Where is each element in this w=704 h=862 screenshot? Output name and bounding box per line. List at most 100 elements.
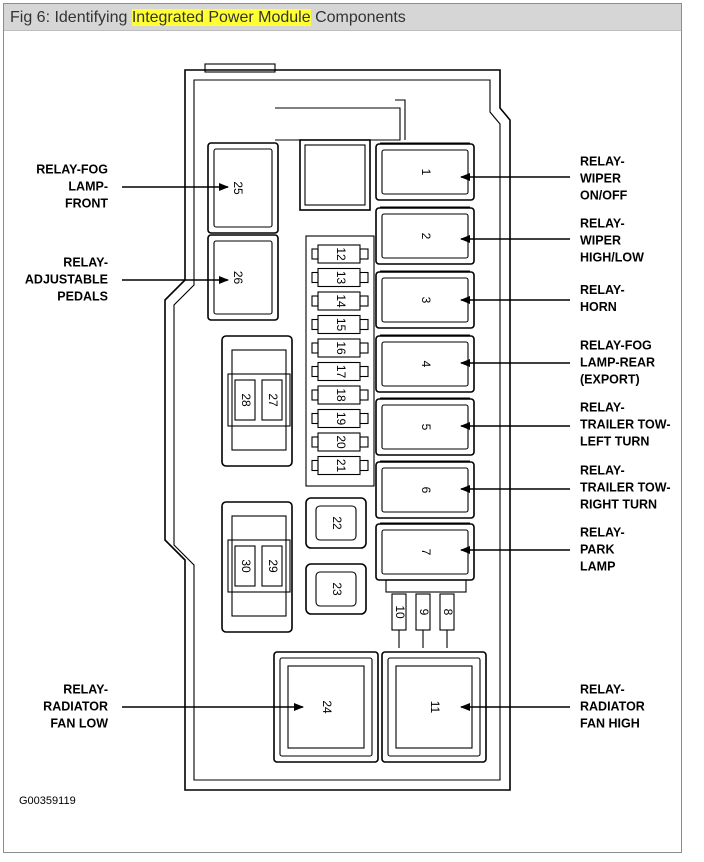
- relay-outer: [375, 143, 475, 201]
- housing-latch: [395, 99, 406, 140]
- callout-label-line: RELAY-: [63, 255, 108, 269]
- mini-fuse-20: 20: [311, 432, 369, 452]
- cartridge-fuse-inner: [315, 505, 357, 541]
- callout-label-line: RELAY-FOG: [580, 338, 652, 352]
- bottom-fuse-number: 9: [417, 609, 431, 616]
- cartridge-fuse-number: 22: [330, 516, 344, 530]
- relay-number: 24: [320, 700, 334, 714]
- mini-fuse-number: 15: [334, 318, 348, 332]
- callout-label-line: TRAILER TOW-: [580, 480, 670, 494]
- relay-outer: [375, 461, 475, 519]
- mini-fuse-block: [305, 235, 375, 487]
- mini-fuse-number: 18: [334, 388, 348, 402]
- mini-fuse-lead: [311, 412, 319, 425]
- relay-body: [381, 149, 469, 195]
- mini-fuse-number: 13: [334, 271, 348, 285]
- mini-fuse-number: 21: [334, 459, 348, 473]
- mini-fuse-lead: [311, 436, 319, 448]
- callout-relay-24: RELAY- RADIATOR FAN LOW: [43, 682, 304, 730]
- relay-body: [213, 148, 273, 228]
- callout-label-line: RELAY-: [580, 400, 625, 414]
- relay-number: 6: [419, 487, 433, 494]
- housing-tab: [204, 63, 276, 73]
- relay-25-left: 25: [207, 142, 279, 234]
- jcase-outer: [221, 335, 293, 467]
- callout-label-line: LAMP: [580, 559, 615, 573]
- mini-fuse-lead: [311, 248, 319, 260]
- mini-fuse-15: 15: [311, 314, 369, 335]
- jcase-inner: [231, 349, 287, 451]
- callout-label-line: LEFT TURN: [580, 434, 649, 448]
- callout-label-line: FAN HIGH: [580, 716, 640, 730]
- mini-fuse-lead: [311, 318, 319, 331]
- callout-label-line: LAMP-: [68, 179, 108, 193]
- caption-prefix: Fig 6: Identifying: [10, 9, 132, 26]
- callout-label-line: RADIATOR: [580, 699, 645, 713]
- jcase-number-right: 29: [266, 559, 280, 573]
- relay-number: 11: [428, 701, 442, 714]
- module-housing: [164, 63, 511, 791]
- cartridge-fuse-outer: [305, 563, 367, 615]
- relay-number: 4: [419, 361, 433, 368]
- jcase-outer: [221, 501, 293, 633]
- relay-outer: [375, 398, 475, 456]
- relay-26-left: 26: [207, 234, 279, 321]
- callout-label-line: ON/OFF: [580, 188, 628, 202]
- cartridge-fuse-22: 22: [305, 497, 367, 549]
- callout-label-line: RELAY-: [580, 283, 625, 297]
- callout-relay-6: RELAY-TRAILER TOW-RIGHT TURN: [460, 463, 670, 511]
- callout-label-line: RELAY-: [580, 525, 625, 539]
- relay-number: 7: [419, 549, 433, 556]
- bottom-fuse-8: 8: [439, 593, 455, 648]
- callout-label-line: RELAY-FOG: [36, 162, 108, 176]
- mini-fuse-lead: [359, 318, 369, 331]
- housing-window: [299, 139, 371, 211]
- mini-fuse-16: 16: [311, 338, 369, 358]
- callout-label-line: FAN LOW: [50, 716, 108, 730]
- jcase-fuse-right: [261, 379, 283, 421]
- relay-outer: [207, 142, 279, 234]
- mini-fuse-21: 21: [311, 455, 369, 476]
- callout-label-line: LAMP-REAR: [580, 355, 655, 369]
- mini-fuse-13: 13: [311, 267, 369, 288]
- mini-fuse-number: 17: [334, 365, 348, 379]
- cartridge-fuse-23: 23: [305, 563, 367, 615]
- mini-fuse-lead: [311, 365, 319, 378]
- callout-label-line: RADIATOR: [43, 699, 108, 713]
- mini-fuse-19: 19: [311, 408, 369, 429]
- callout-label-line: TRAILER TOW-: [580, 417, 670, 431]
- mini-fuse-number: 12: [334, 247, 348, 261]
- housing-outline: [164, 69, 511, 791]
- mini-fuse-14: 14: [311, 291, 369, 311]
- callout-label-line: PEDALS: [57, 289, 108, 303]
- jcase-inner: [231, 515, 287, 617]
- bottom-fuse-9: 9: [415, 593, 431, 648]
- mini-fuse-number: 19: [334, 412, 348, 426]
- jcase-fuse-right: [261, 545, 283, 587]
- relay-number: 25: [231, 181, 245, 195]
- relay-4: 4: [375, 334, 475, 393]
- mini-fuse-lead: [311, 389, 319, 401]
- callout-label-line: RELAY-: [63, 682, 108, 696]
- mini-fuse-lead: [359, 389, 369, 401]
- mini-fuse-lead: [311, 459, 319, 472]
- relay-number: 1: [419, 169, 433, 176]
- mini-fuse-number: 16: [334, 341, 348, 355]
- jcase-fuse-left: [234, 545, 256, 587]
- callout-relay-5: RELAY- TRAILER TOW- LEFT TURN: [460, 400, 670, 448]
- callout-label-line: RELAY-: [580, 216, 625, 230]
- mini-fuse-lead: [359, 365, 369, 378]
- callout-label-line: FRONT: [65, 196, 108, 210]
- housing-inner-outline: [173, 79, 501, 781]
- mini-fuse-number: 20: [334, 435, 348, 449]
- callout-relay-25: RELAY-FOG LAMP- FRONT: [36, 162, 229, 210]
- relay-2: 2: [375, 206, 475, 265]
- callout-label-line: HIGH/LOW: [580, 250, 644, 264]
